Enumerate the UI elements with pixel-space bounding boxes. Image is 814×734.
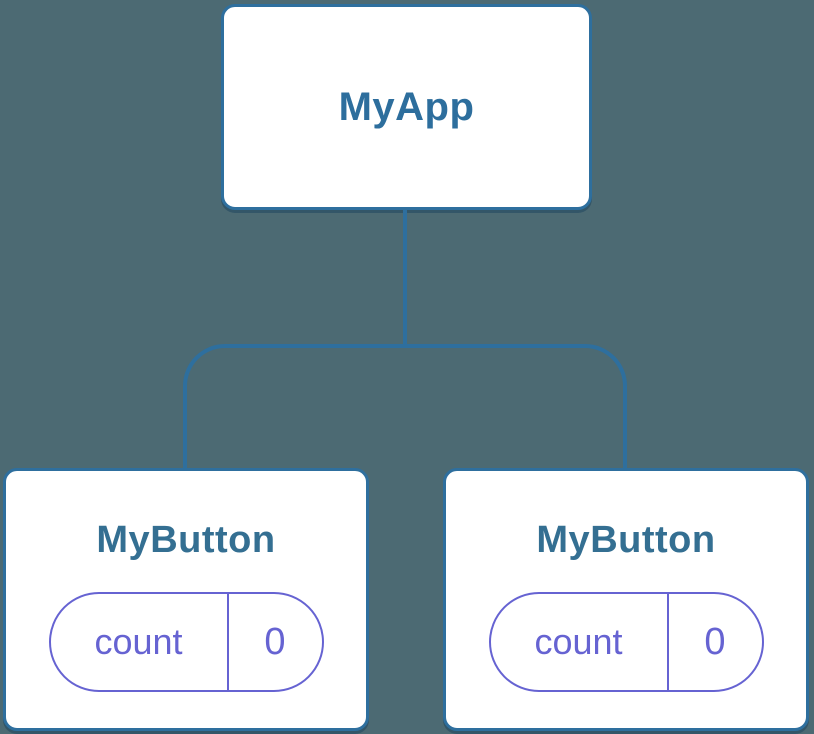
state-value: 0 <box>666 594 762 690</box>
tree-node-root: MyApp <box>221 4 592 210</box>
connector-bracket <box>183 344 627 468</box>
connector-stem <box>403 210 407 348</box>
tree-node-child-left: MyButton count 0 <box>3 468 369 731</box>
state-value: 0 <box>226 594 322 690</box>
root-node-label: MyApp <box>338 84 475 129</box>
state-pill: count 0 <box>488 592 764 692</box>
tree-node-child-right: MyButton count 0 <box>443 468 809 731</box>
child-node-label: MyButton <box>96 519 276 561</box>
state-pill: count 0 <box>48 592 324 692</box>
child-node-label: MyButton <box>536 519 716 561</box>
state-name: count <box>94 621 183 662</box>
state-name: count <box>534 621 623 662</box>
